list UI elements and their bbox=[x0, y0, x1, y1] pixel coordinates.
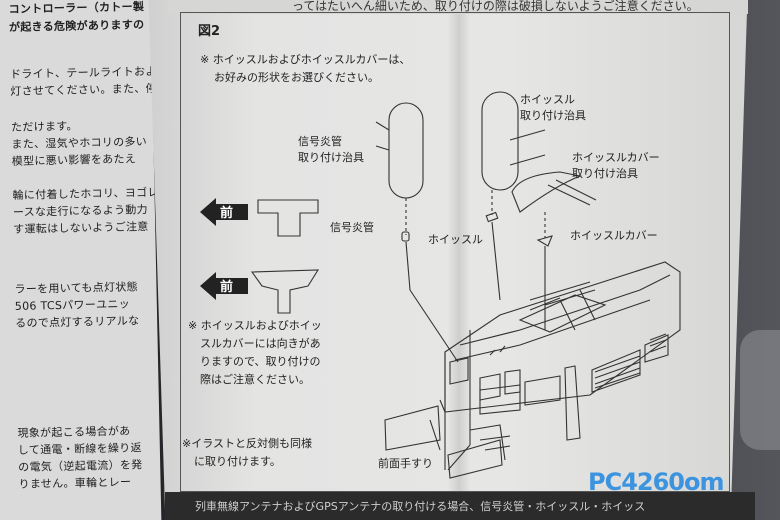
front-handrail-left bbox=[384, 405, 441, 451]
whistle-cover-label: ホイッスルカバー bbox=[570, 229, 658, 242]
front-label: 前 bbox=[220, 280, 234, 295]
whistle-part bbox=[485, 211, 499, 223]
note-direction-line: りますので、取り付けの bbox=[200, 355, 321, 368]
signal-tube-jig-label: 取り付け治具 bbox=[298, 151, 364, 164]
whistle-jig-label: 取り付け治具 bbox=[520, 109, 586, 122]
right-manual-page bbox=[148, 0, 748, 520]
locomotive-body bbox=[444, 261, 681, 413]
signal-tube-part bbox=[401, 231, 410, 242]
note-direction-line: ※ ホイッスルおよびホイッ bbox=[188, 319, 322, 332]
whistle-cover-part bbox=[536, 235, 553, 247]
front-handrail-right bbox=[447, 439, 503, 479]
front-handrail-label: 前面手すり bbox=[378, 457, 433, 470]
figure-frame bbox=[180, 12, 730, 492]
note-top-line: お好みの形状をお選びください。 bbox=[214, 71, 379, 84]
whistle-jig-label: ホイッスル bbox=[520, 93, 575, 106]
whistle-shape-icon bbox=[257, 199, 319, 237]
watermark-logo: PC4260om bbox=[588, 468, 724, 496]
page-fold-shadow bbox=[448, 0, 470, 520]
note-both-sides-line: に取り付けます。 bbox=[194, 455, 281, 468]
whistle-jig-shape bbox=[481, 91, 519, 191]
note-both-sides-line: ※イラストと反対側も同様 bbox=[182, 437, 312, 450]
bottom-dark-band bbox=[165, 492, 755, 520]
signal-tube-jig-label: 信号炎管 bbox=[298, 135, 342, 148]
front-arrow-2: 前 bbox=[200, 270, 248, 302]
note-direction-line: スルカバーには向きがあ bbox=[200, 337, 321, 350]
note-direction-line: 際はご注意ください。 bbox=[200, 373, 310, 386]
figure-title: 図2 bbox=[198, 24, 221, 39]
header-text: ってはたいへん細いため、取り付けの際は破損しないようご注意ください。 bbox=[292, 0, 699, 13]
front-arrow-1: 前 bbox=[200, 196, 248, 228]
note-top-line: ※ ホイッスルおよびホイッスルカバーは、 bbox=[200, 53, 411, 66]
bottom-text: 列車無線アンテナおよびGPSアンテナの取り付ける場合、信号炎管・ホイッスル・ホイ… bbox=[195, 500, 646, 513]
signal-tube-label: 信号炎管 bbox=[330, 221, 374, 234]
pantograph bbox=[518, 294, 607, 333]
whistle-cover-jig-shape bbox=[511, 171, 582, 213]
whistle-label: ホイッスル bbox=[428, 233, 483, 246]
whistle-cover-shape-icon bbox=[250, 269, 320, 314]
whistle-cover-jig-label: ホイッスルカバー bbox=[572, 151, 660, 164]
header-band bbox=[168, 0, 748, 14]
front-label: 前 bbox=[220, 206, 234, 221]
whistle-cover-jig-label: 取り付け治具 bbox=[572, 167, 638, 180]
signal-tube-jig-shape bbox=[388, 102, 424, 199]
background-object bbox=[740, 330, 780, 450]
